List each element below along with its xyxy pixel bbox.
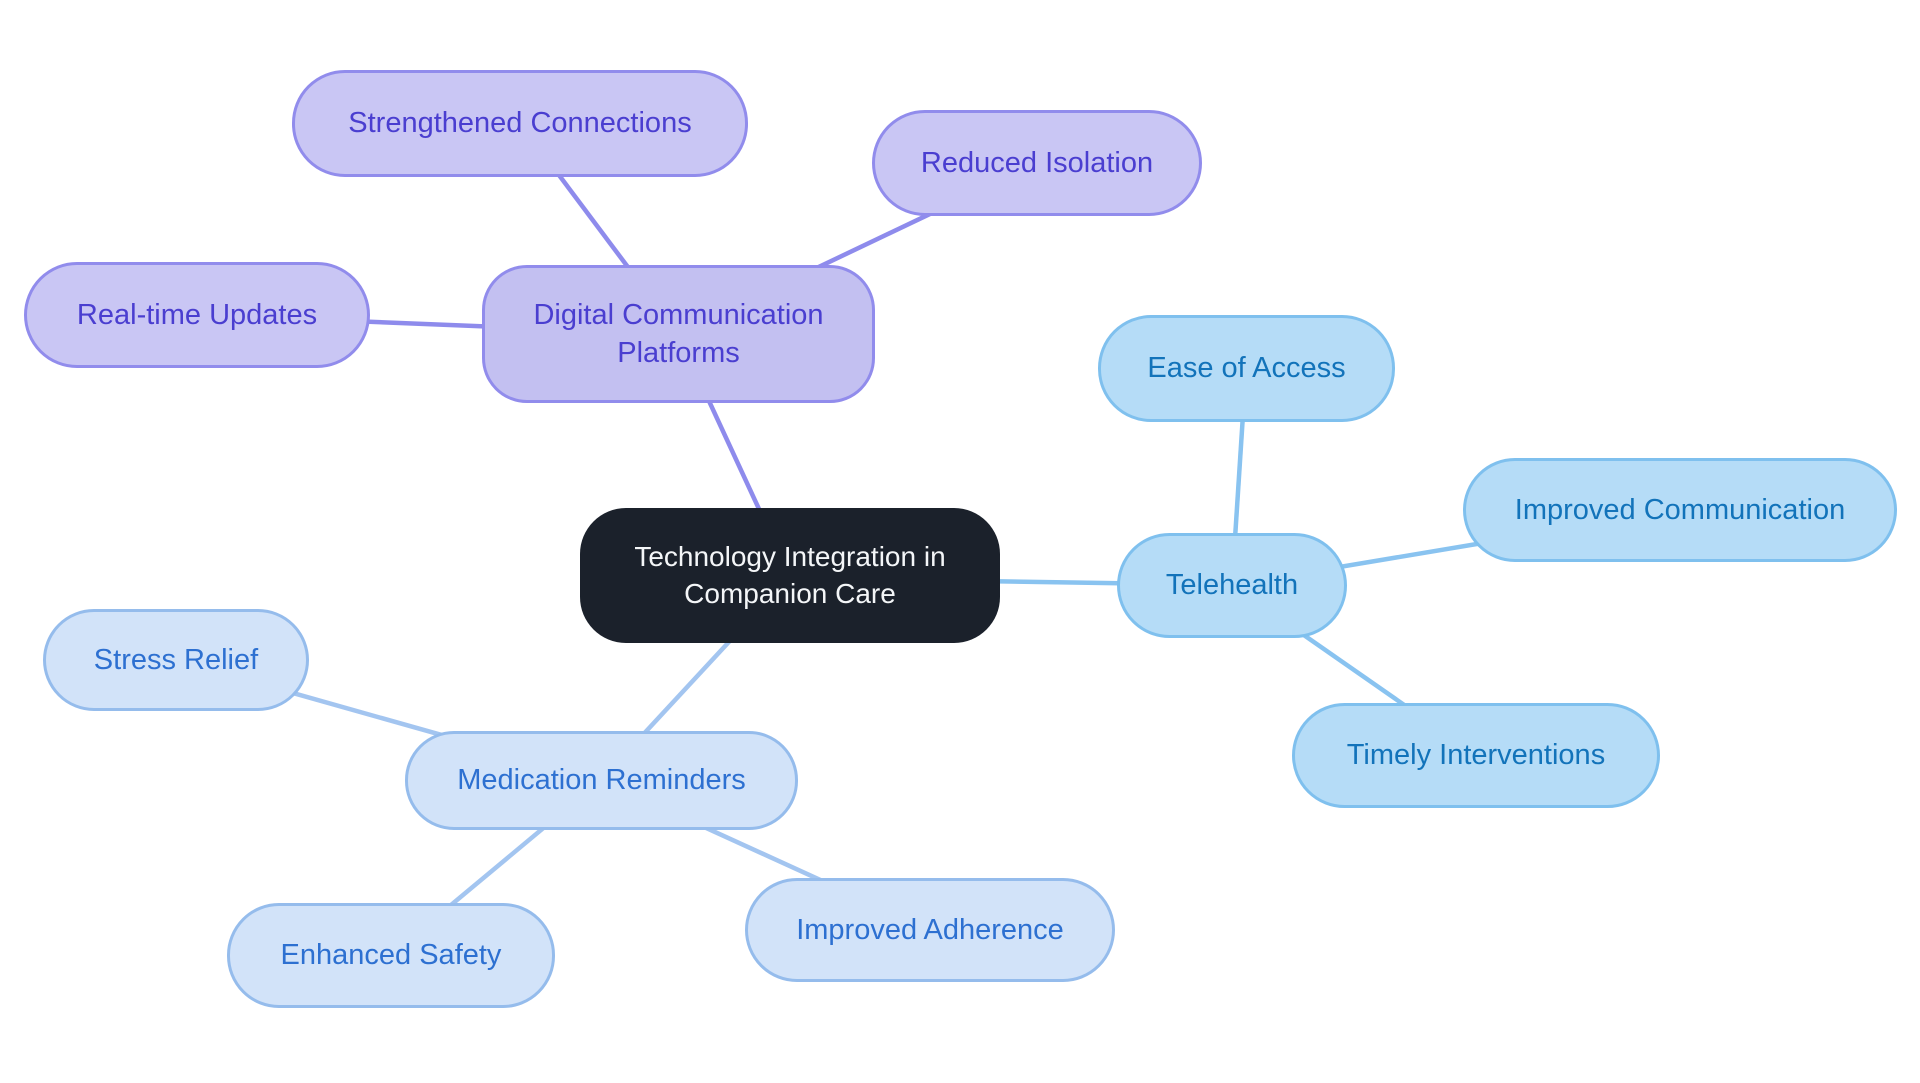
node-strengthened-connections[interactable]: Strengthened Connections [292,70,748,177]
node-label: Enhanced Safety [280,939,502,972]
node-improved-adherence[interactable]: Improved Adherence [745,878,1115,982]
node-label: Telehealth [1165,569,1299,602]
node-label: Strengthened Connections [348,107,692,140]
node-enhanced-safety[interactable]: Enhanced Safety [227,903,555,1008]
node-telehealth[interactable]: Telehealth [1117,533,1347,638]
node-label: Stress Relief [93,643,259,676]
node-label: Ease of Access [1147,352,1346,385]
node-timely-interventions[interactable]: Timely Interventions [1292,703,1660,808]
node-label: Digital Communication Platforms [533,298,824,369]
node-label: Timely Interventions [1346,739,1606,772]
node-label: Improved Adherence [796,913,1064,946]
node-label: Reduced Isolation [920,146,1154,179]
node-realtime-updates[interactable]: Real-time Updates [24,262,370,368]
node-label: Medication Reminders [457,764,746,797]
node-label: Real-time Updates [76,298,318,331]
node-root-technology-integration[interactable]: Technology Integration in Companion Care [580,508,1000,643]
node-medication-reminders[interactable]: Medication Reminders [405,731,798,830]
node-digital-communication-platforms[interactable]: Digital Communication Platforms [482,265,875,403]
node-label: Technology Integration in Companion Care [634,540,946,609]
node-label: Improved Communication [1514,493,1846,526]
node-reduced-isolation[interactable]: Reduced Isolation [872,110,1202,216]
node-ease-of-access[interactable]: Ease of Access [1098,315,1395,422]
node-improved-communication[interactable]: Improved Communication [1463,458,1897,562]
node-stress-relief[interactable]: Stress Relief [43,609,309,711]
